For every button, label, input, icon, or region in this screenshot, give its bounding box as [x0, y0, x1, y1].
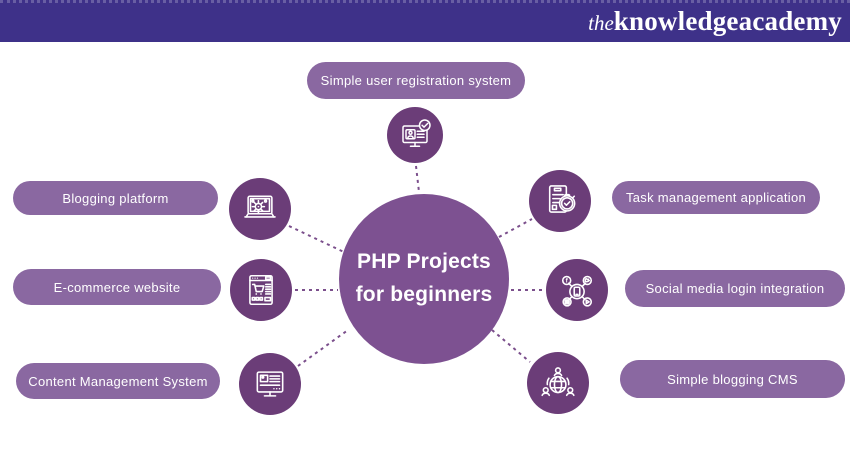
- connector-top: [415, 165, 420, 193]
- label-ecommerce-website: E-commerce website: [13, 269, 221, 305]
- user-registration-node: [387, 107, 443, 163]
- user-registration-icon: [402, 119, 431, 147]
- label-user-registration: Simple user registration system: [307, 62, 525, 99]
- knowledge-academy-logo: theknowledgeacademy: [588, 6, 842, 37]
- connector-right-bottom: [491, 329, 531, 363]
- social-media-icon: f: [561, 275, 593, 307]
- blogging-cms-node: [527, 352, 589, 414]
- label-simple-blogging-cms: Simple blogging CMS: [620, 360, 845, 398]
- ecommerce-icon: [249, 274, 273, 306]
- social-media-node: f: [546, 259, 608, 321]
- logo-name: knowledgeacademy: [613, 6, 842, 36]
- blogging-cms-icon: [541, 367, 575, 397]
- label-blogging-platform: Blogging platform: [13, 181, 218, 215]
- logo-prefix: the: [588, 11, 614, 35]
- ecommerce-node: [230, 259, 292, 321]
- central-topic-line2: for beginners: [355, 283, 493, 306]
- svg-text:f: f: [566, 278, 569, 285]
- label-task-management: Task management application: [612, 181, 820, 214]
- blogging-platform-icon: [244, 195, 276, 218]
- label-content-management-system: Content Management System: [16, 363, 220, 399]
- cms-node: [239, 353, 301, 415]
- blogging-platform-node: [229, 178, 291, 240]
- label-social-media-login: Social media login integration: [625, 270, 845, 307]
- connector-left-top: [288, 225, 347, 254]
- central-topic-circle: PHP Projects for beginners: [339, 194, 509, 364]
- connector-right-top: [498, 218, 533, 238]
- connector-left-bottom: [297, 329, 349, 367]
- task-management-node: [529, 170, 591, 232]
- cms-icon: [256, 371, 284, 397]
- header-bar: theknowledgeacademy: [0, 0, 850, 42]
- central-topic-line1: PHP Projects: [357, 250, 491, 274]
- task-management-icon: [548, 185, 576, 213]
